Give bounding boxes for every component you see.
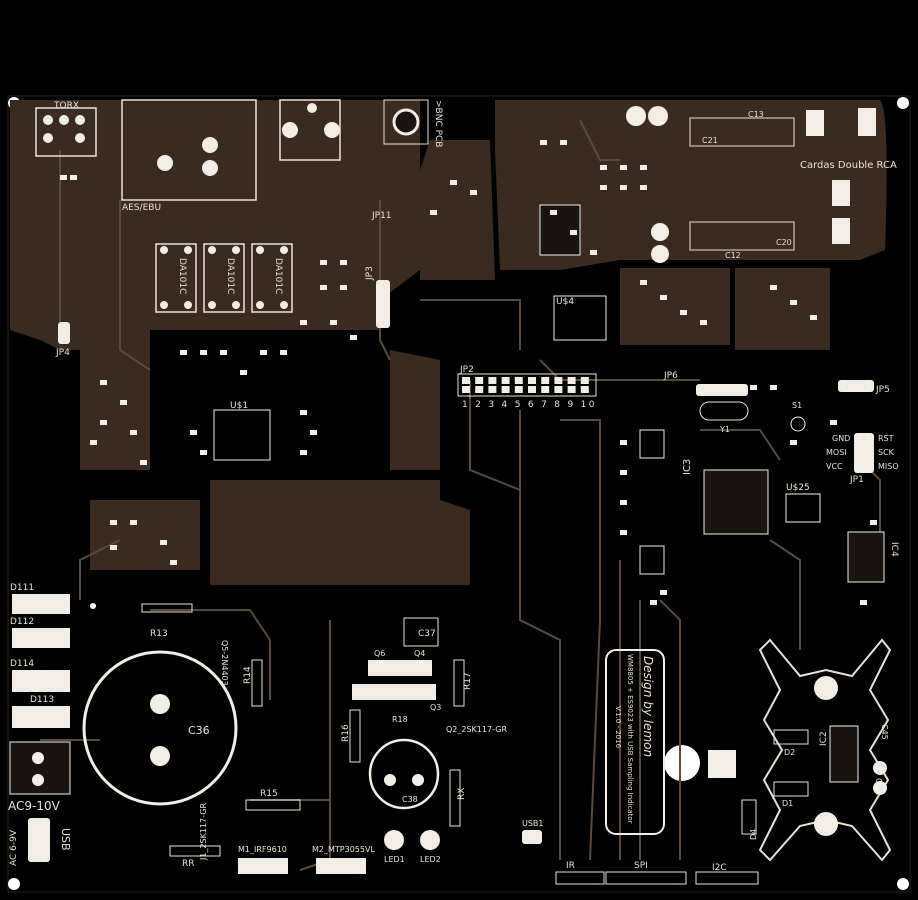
bnc-label: >BNC PCB [433, 100, 443, 147]
spi-label: SPI [634, 861, 648, 871]
smd-components [60, 140, 877, 695]
c20-label: C20 [776, 238, 792, 247]
ac-pins-label: AC 6-9V [9, 829, 19, 866]
rx-label: RX [457, 788, 467, 800]
y1-label: Y1 [719, 425, 730, 434]
r17-label: R17 [463, 672, 473, 690]
board-version: V.1.0 - 2016 [614, 706, 622, 749]
u1-label: U$1 [230, 401, 248, 411]
jp5-label: JP5 [875, 385, 890, 395]
r14-label: R14 [243, 666, 253, 684]
ac-input-label: AC9-10V [8, 799, 61, 813]
jp11-label: JP11 [371, 211, 392, 221]
c45-label: C45 [880, 724, 889, 740]
usb-label: USB [59, 828, 72, 851]
jp2-header: JP2 1 2 3 4 5 6 7 8 9 10 [457, 365, 597, 410]
led2-label: LED2 [420, 855, 441, 864]
aes-ebu-label: AES/EBU [122, 203, 161, 213]
s1-label: S1 [792, 401, 802, 410]
rr-label: RR [182, 859, 195, 869]
opamp-label-3: DA101C [273, 258, 283, 294]
traces [40, 119, 881, 871]
m2-label: M2_MTP3055VL [312, 845, 375, 854]
torx-label: TORX [53, 101, 79, 111]
led1-label: LED1 [384, 855, 405, 864]
u4-label: U$4 [556, 297, 574, 307]
c36-label: C36 [188, 724, 210, 737]
bnc-connector: >BNC PCB [383, 99, 443, 147]
ic2-label: IC2 [819, 731, 829, 746]
r13-label: R13 [150, 629, 168, 639]
rca-label: Cardas Double RCA [800, 160, 897, 171]
c37-label: C37 [418, 629, 436, 639]
d4-label: D4 [749, 829, 758, 840]
d114-label: D114 [10, 659, 34, 669]
q3-label: Q3 [430, 703, 441, 712]
design-credit-block: Design by lemon WM8805 + ES9023 with USB… [605, 649, 665, 835]
d1-label: D1 [782, 799, 793, 808]
jp2-label: JP2 [459, 365, 474, 375]
u25-label: U$25 [786, 483, 810, 493]
copper-pours [10, 100, 887, 585]
i2c-label: I2C [712, 863, 727, 873]
isp-mosi: MOSI [826, 448, 847, 457]
bridge-diodes: D111 D112 D114 D113 [10, 583, 70, 728]
q5-label: Q5-2N4403 [220, 640, 229, 686]
usb1-label: USB1 [522, 819, 544, 828]
r15-label: R15 [260, 789, 278, 799]
c13-label: C13 [748, 110, 764, 119]
ir-label: IR [566, 861, 575, 871]
c21-label: C21 [702, 136, 718, 145]
r16-label: R16 [341, 724, 351, 742]
d111-label: D111 [10, 583, 34, 593]
isp-miso: MISO [878, 462, 899, 471]
d2-label: D2 [784, 748, 795, 757]
q2-label: Q2_2SK117-GR [446, 725, 507, 734]
q4-label: Q4 [414, 649, 425, 658]
d113-label: D113 [30, 695, 54, 705]
rca-area: Cardas Double RCA C21 C20 C13 C12 [626, 106, 897, 263]
mosfets: M1_IRF9610 M2_MTP3055VL [238, 845, 375, 874]
isp-gnd: GND [832, 434, 850, 443]
isp-header: GND RST MOSI SCK VCC MISO [826, 433, 899, 473]
c36-capacitor: C36 [82, 650, 238, 806]
q6-label: Q6 [374, 649, 385, 658]
isp-vcc: VCC [826, 462, 843, 471]
c12-label: C12 [725, 251, 741, 260]
opamp-sockets: DA101C DA101C DA101C [155, 243, 293, 313]
leds: LED1 LED2 [384, 830, 441, 864]
heatsink [758, 638, 892, 862]
r18-label: R18 [392, 715, 408, 724]
jp6-label: JP6 [663, 371, 678, 381]
jp1-label: JP1 [849, 475, 864, 485]
ic3-label: IC3 [682, 459, 693, 475]
ic4-label: IC4 [889, 542, 899, 557]
jp4-label: JP4 [55, 348, 70, 358]
d112-label: D112 [10, 617, 34, 627]
isp-sck: SCK [878, 448, 895, 457]
j1-label: J1_2SK117-GR [199, 802, 208, 861]
opamp-label-2: DA101C [225, 258, 235, 294]
opamp-label-1: DA101C [177, 258, 187, 294]
m1-label: M1_IRF9610 [238, 845, 287, 854]
design-credit-text: Design by lemon [641, 656, 655, 757]
isp-rst: RST [878, 434, 894, 443]
jp2-pin-numbers: 1 2 3 4 5 6 7 8 9 10 [462, 400, 597, 410]
board-description: WM8805 + ES9023 with USB Sampling Indica… [626, 654, 634, 824]
jp3-label: JP3 [365, 266, 375, 281]
c38-label: C38 [402, 795, 418, 804]
ac-terminal: AC9-10V AC 6-9V USB [8, 741, 72, 866]
